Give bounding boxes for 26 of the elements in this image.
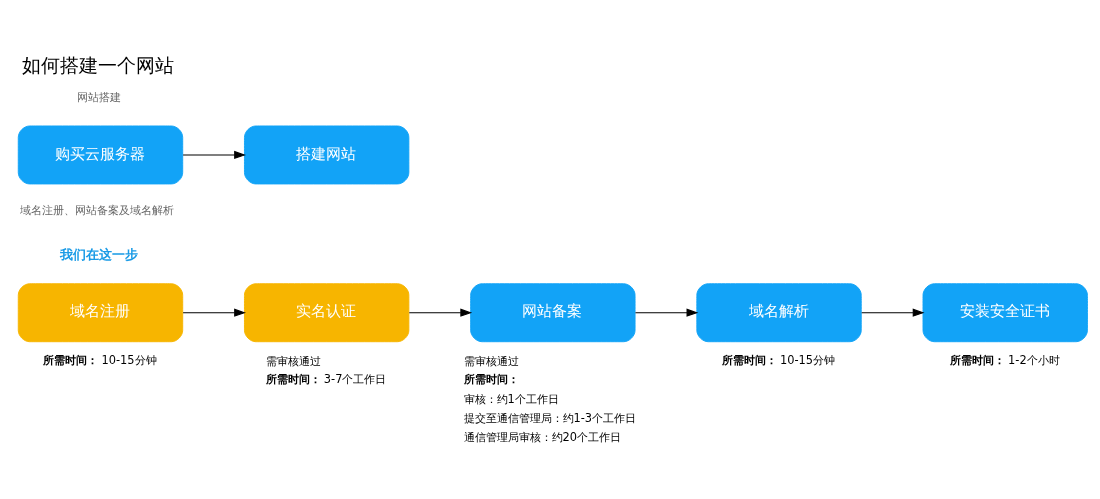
node-box: 域名解析: [696, 282, 862, 342]
label: 我们在这一步: [59, 246, 138, 262]
node-box: 搭建网站: [244, 125, 410, 184]
node-label: 需审核通过: [463, 353, 519, 368]
node-box: 域名注册: [17, 282, 184, 342]
node-box: 安装安全证书: [922, 282, 1088, 342]
label: 域名注册、网站备案及域名解析: [20, 202, 175, 217]
arrow: [861, 308, 925, 317]
node-label: 需审核通过: [265, 353, 321, 368]
node-box: 网站备案: [470, 282, 636, 342]
arrow: [182, 150, 246, 159]
node-label: 所需时间：10-15分钟: [43, 352, 157, 367]
node-box: 实名认证: [244, 282, 410, 342]
node-label: 审核：约1个工作日: [463, 391, 559, 406]
node-label: 所需时间：3-7个工作日: [265, 371, 387, 386]
node-box: 购买云服务器: [17, 125, 184, 184]
arrow: [634, 308, 699, 317]
label: 网站搭建: [77, 89, 122, 104]
arrow: [408, 308, 473, 317]
node-label: 提交至通信管理局：约1-3个工作日: [463, 410, 637, 425]
node-label: 通信管理局审核：约20个工作日: [463, 429, 622, 444]
node-label: 所需时间：: [463, 371, 519, 386]
diagram-title: 如何搭建一个网站: [21, 53, 174, 76]
node-label: 所需时间：10-15分钟: [722, 352, 836, 367]
node-label: 所需时间：1-2个小时: [950, 352, 1060, 367]
arrow: [182, 308, 246, 317]
